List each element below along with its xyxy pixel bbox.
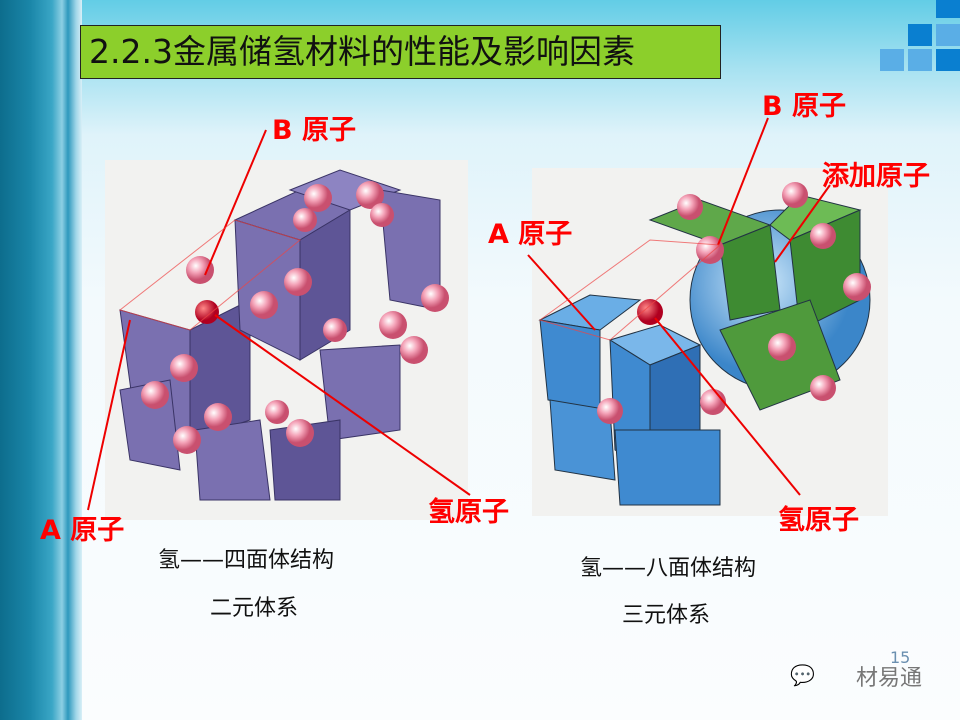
- deco-square: [936, 49, 960, 71]
- deco-square: [936, 0, 960, 18]
- label-hydrogen-left: 氢原子: [428, 497, 509, 528]
- label-b-atom-right: B 原子: [762, 91, 846, 122]
- deco-square: [880, 49, 904, 71]
- deco-square: [936, 24, 960, 46]
- label-added-atom: 添加原子: [822, 161, 930, 192]
- right-spheres: [597, 182, 871, 424]
- right-hydrogen-atom: [637, 299, 663, 325]
- label-hydrogen-right: 氢原子: [778, 505, 859, 536]
- wechat-icon: 💬: [790, 663, 815, 687]
- left-hydrogen-atom: [195, 300, 219, 324]
- caption-right-1: 氢——八面体结构: [580, 556, 757, 581]
- page-number: 15: [890, 648, 911, 667]
- deco-square: [908, 49, 932, 71]
- caption-right-2: 三元体系: [622, 603, 711, 628]
- left-cubes: [119, 169, 441, 501]
- watermark: 材易通: [856, 666, 923, 691]
- label-a-atom-right: A 原子: [488, 219, 573, 250]
- deco-square: [908, 24, 932, 46]
- left-spheres: [141, 181, 449, 454]
- sidebar-decoration: [0, 0, 82, 720]
- pointer-lines: [87, 117, 831, 511]
- right-cubes: [538, 194, 871, 506]
- slide-title: 2.2.3金属储氢材料的性能及影响因素: [80, 25, 721, 79]
- label-b-atom-left: B 原子: [272, 115, 356, 146]
- label-a-atom-left: A 原子: [40, 515, 125, 546]
- caption-left-2: 二元体系: [210, 596, 299, 621]
- caption-left-1: 氢——四面体结构: [158, 548, 335, 573]
